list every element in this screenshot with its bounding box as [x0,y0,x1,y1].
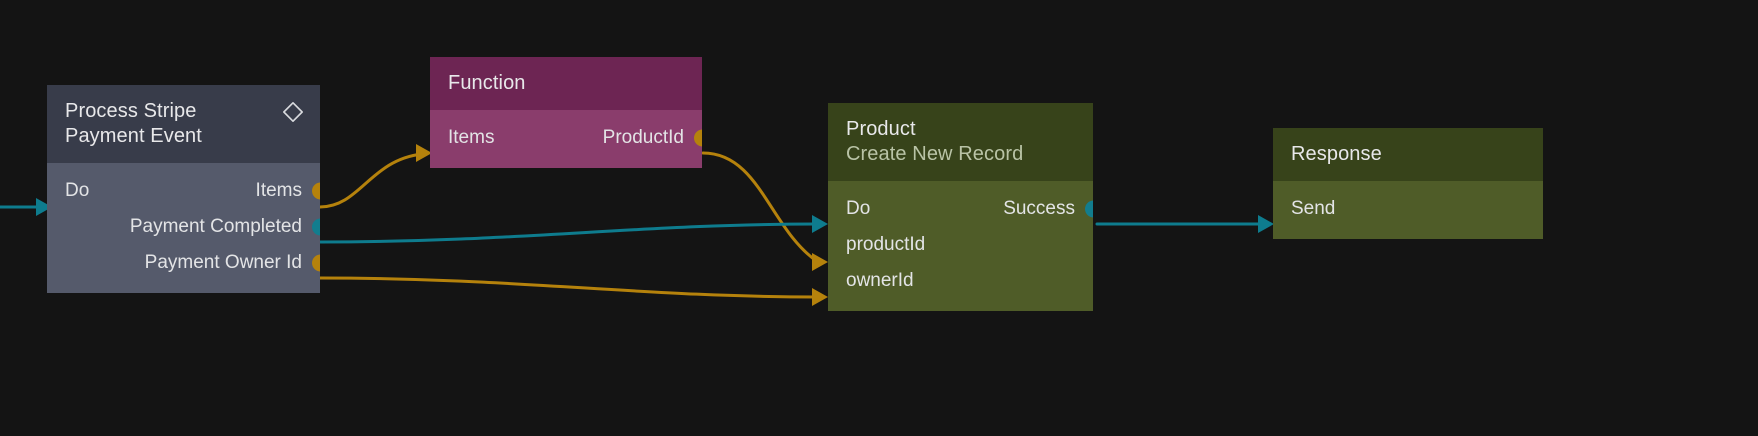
edge-payment-owner-id-to-ownerid-arrowhead [812,288,828,306]
node-title: Product [846,118,916,140]
diamond-icon[interactable] [282,101,304,123]
port-label-right: Payment Owner Id [144,252,302,273]
port-label-left: Send [1291,198,1336,219]
port-label-left: Do [65,180,90,201]
edge-success-to-send-arrowhead [1258,215,1274,233]
port-row[interactable]: productId [828,227,1093,263]
port-dot-amber[interactable] [312,182,320,200]
node-header-response[interactable]: Response [1273,128,1543,181]
port-row[interactable]: Payment Completed [47,209,320,245]
port-row[interactable]: Do Items [47,173,320,209]
node-title: Response [1291,143,1382,165]
port-label-left: ownerId [846,270,914,291]
edge-productid-to-productid-arrowhead [812,253,828,271]
port-row[interactable]: Payment Owner Id [47,245,320,281]
port-row[interactable]: Do Success [828,191,1093,227]
port-row[interactable]: Items ProductId [430,120,702,156]
port-label-right: Payment Completed [129,216,302,237]
edge-productid-to-productid[interactable] [701,151,820,264]
node-header-function[interactable]: Function [430,57,702,110]
port-label-right: ProductId [602,127,684,148]
port-dot-teal[interactable] [312,218,320,236]
port-row[interactable]: ownerId [828,263,1093,299]
port-label-left: productId [846,234,926,255]
node-body-response: Send [1273,181,1543,239]
port-label-right: Success [1003,198,1075,219]
node-title: Process Stripe Payment Event [65,100,202,147]
edge-items-to-function-items[interactable] [318,152,424,209]
port-label-left: Items [448,127,495,148]
port-row[interactable]: Send [1273,191,1543,227]
node-body-product-create-new-record: Do Success productId ownerId [828,181,1093,311]
node-title: Function [448,72,526,94]
edge-payment-owner-id-to-ownerid[interactable] [318,276,820,299]
port-dot-teal[interactable] [1085,200,1093,218]
port-label-right: Items [255,180,302,201]
node-subtitle: Create New Record [846,143,1024,165]
node-header-process-stripe-payment-event[interactable]: Process Stripe Payment Event [47,85,320,163]
port-label-left: Do [846,198,871,219]
port-dot-amber[interactable] [312,254,320,272]
node-body-function: Items ProductId [430,110,702,168]
edge-payment-completed-to-do[interactable] [318,222,820,244]
edge-payment-completed-to-do-arrowhead [812,215,828,233]
port-dot-amber[interactable] [694,129,702,147]
